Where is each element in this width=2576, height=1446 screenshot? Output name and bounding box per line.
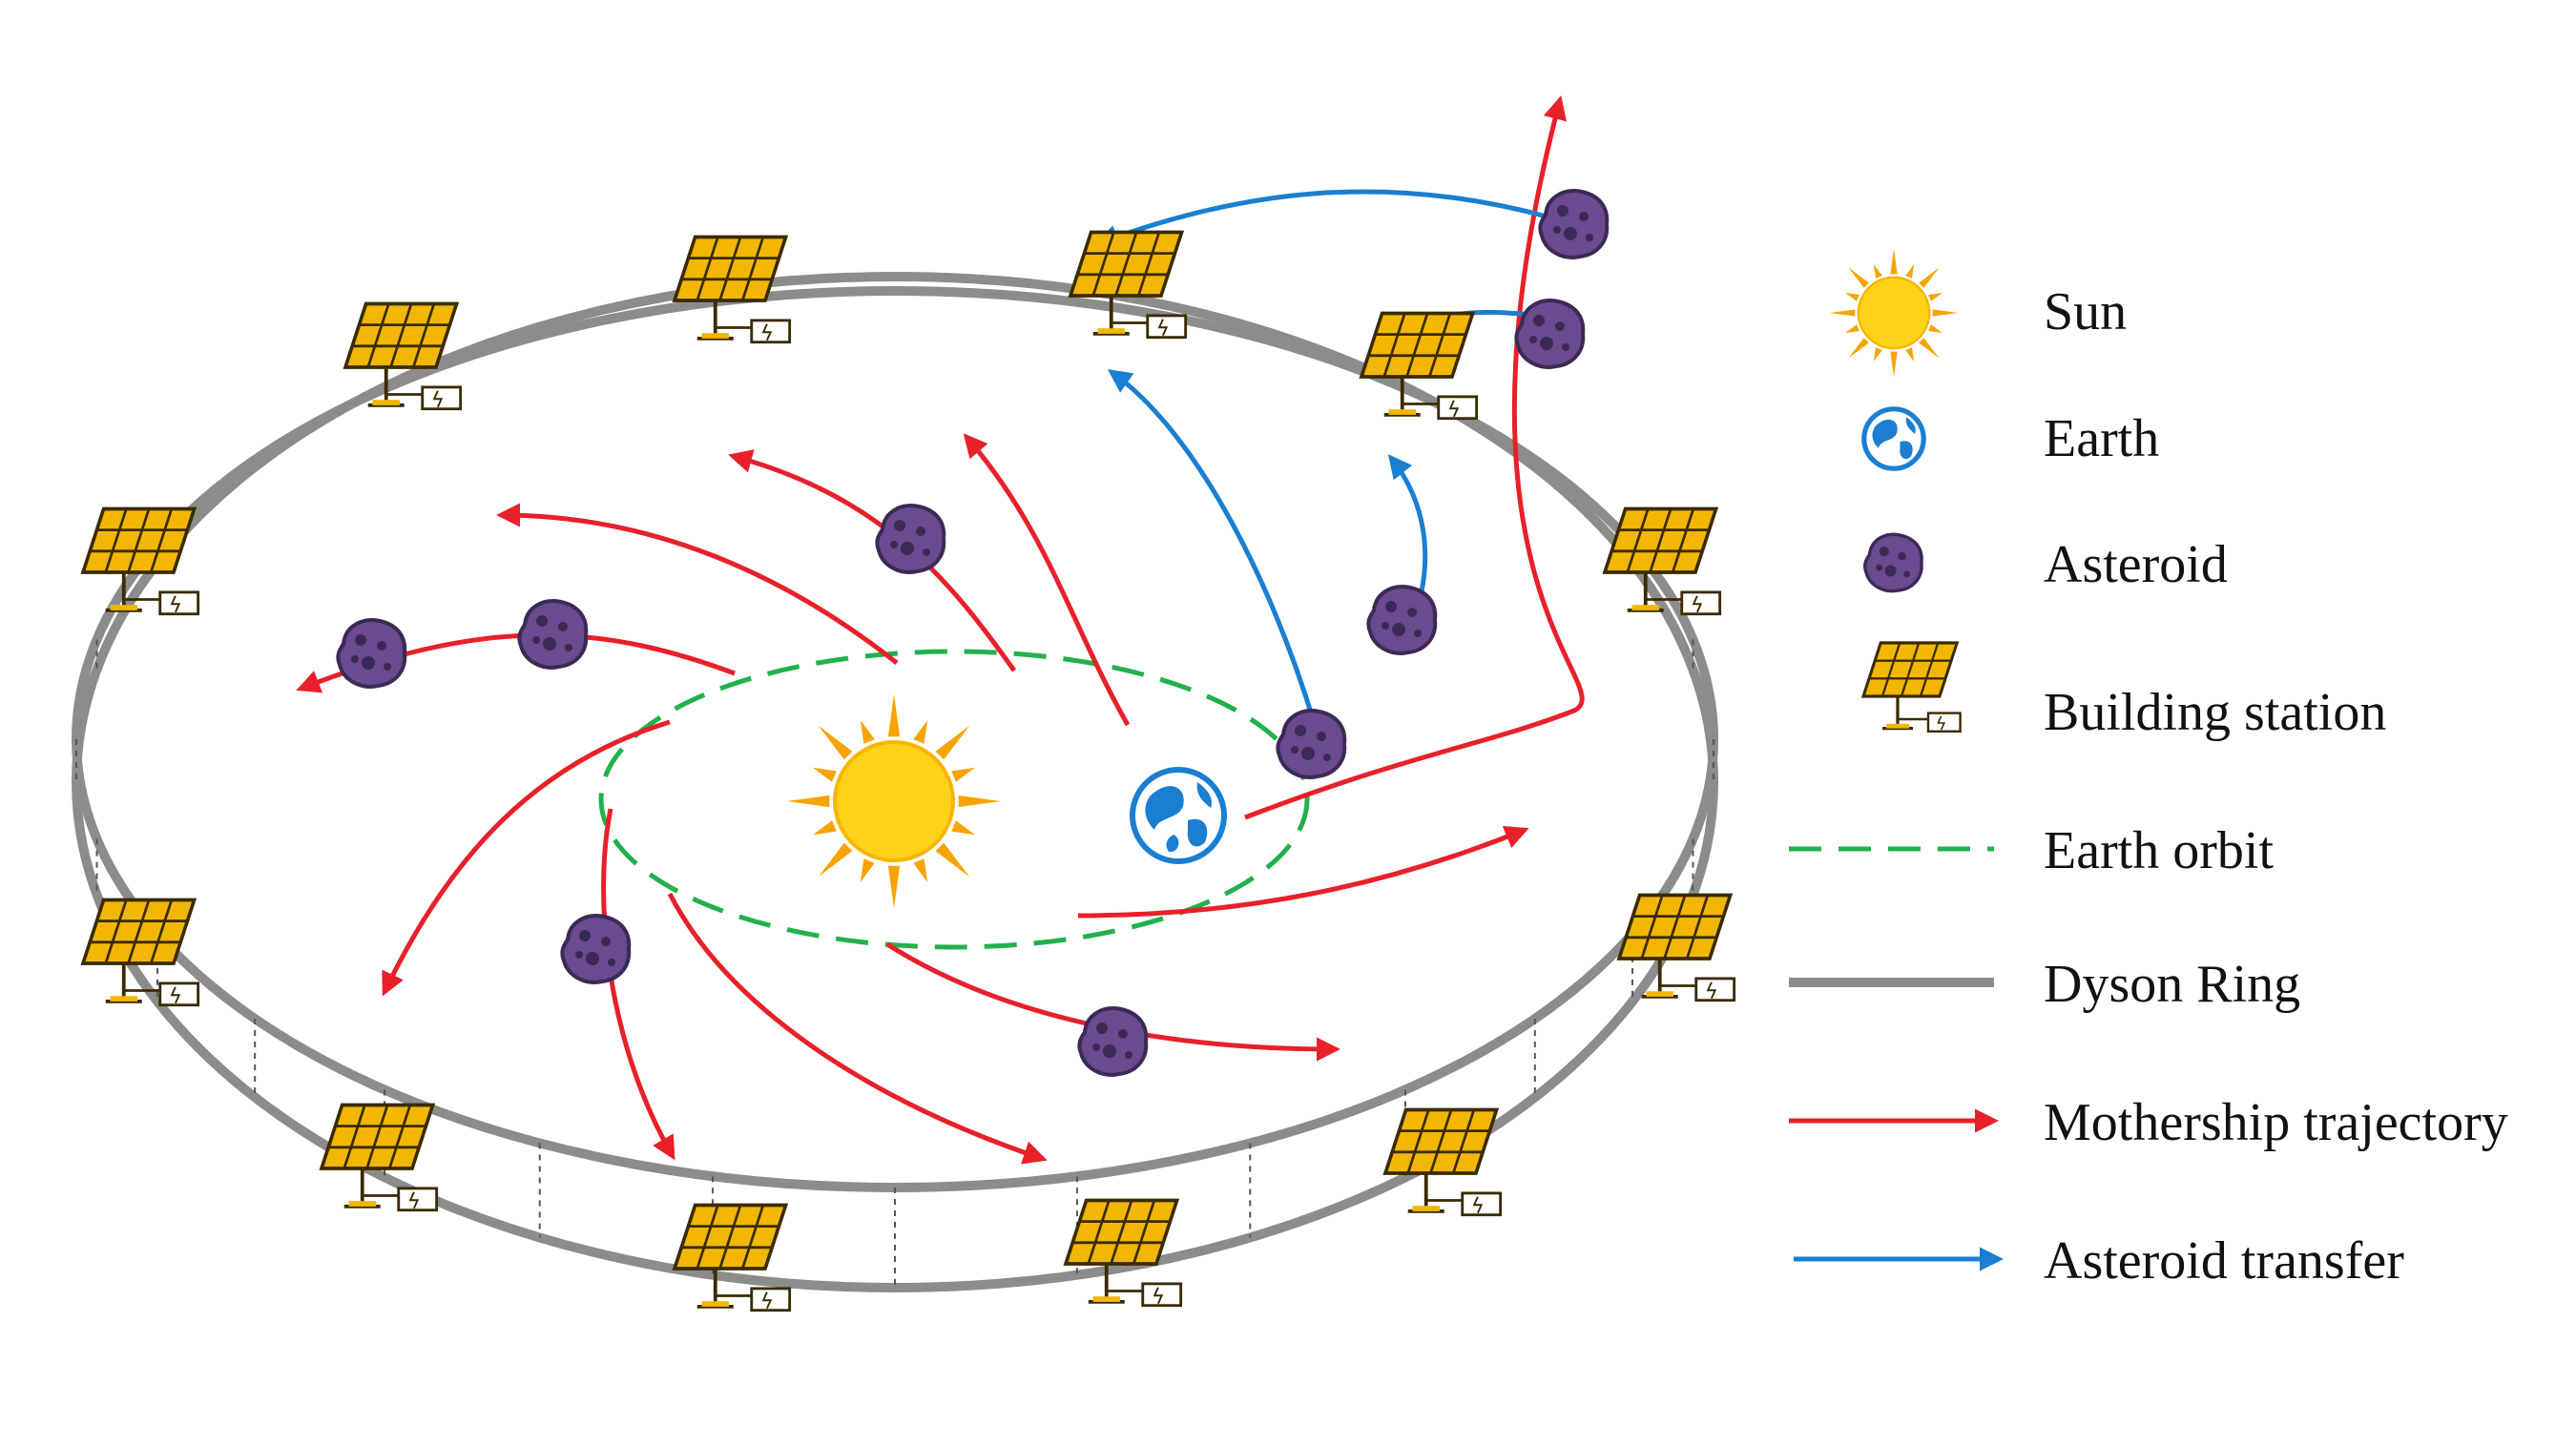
building-station — [1361, 314, 1477, 419]
building-station — [1605, 509, 1720, 614]
earth — [1132, 770, 1224, 861]
legend: Sun Earth Asteroid Building station Eart… — [1789, 249, 2508, 1291]
building-station-icon — [1863, 643, 1961, 732]
legend-label-transfer: Asteroid transfer — [2044, 1231, 2404, 1291]
building-station — [1066, 1201, 1181, 1306]
legend-label-earth: Earth — [2044, 409, 2159, 468]
building-station — [83, 509, 198, 614]
legend-item-asteroid: Asteroid — [1865, 534, 2228, 594]
asteroid-icon — [1865, 534, 1922, 590]
legend-item-station: Building station — [1863, 643, 2386, 742]
building-station — [1070, 233, 1186, 338]
ring-connectors — [76, 639, 1714, 1288]
legend-item-mothership: Mothership trajectory — [1789, 1093, 2508, 1152]
asteroid — [1278, 711, 1344, 777]
sun — [787, 694, 1001, 908]
legend-label-station: Building station — [2044, 683, 2386, 742]
asteroid — [1516, 300, 1583, 367]
legend-label-mothership: Mothership trajectory — [2044, 1093, 2508, 1152]
legend-label-dyson-ring: Dyson Ring — [2044, 955, 2300, 1014]
asteroid — [1368, 587, 1435, 653]
trajectory-3 — [733, 456, 1014, 671]
building-station — [1385, 1110, 1501, 1215]
trajectory-2 — [966, 437, 1128, 725]
asteroid — [562, 916, 629, 982]
legend-label-earth-orbit: Earth orbit — [2044, 821, 2274, 880]
asteroid — [1540, 191, 1607, 258]
building-station — [322, 1105, 437, 1210]
transfer-3 — [1391, 458, 1425, 591]
asteroid — [338, 620, 405, 687]
legend-item-sun: Sun — [1830, 249, 2127, 377]
sun-icon — [1830, 249, 1958, 377]
building-station — [675, 1206, 790, 1311]
legend-item-dyson-ring: Dyson Ring — [1789, 955, 2300, 1014]
earth-icon — [1864, 409, 1923, 468]
legend-label-asteroid: Asteroid — [2044, 535, 2228, 594]
asteroid — [877, 506, 944, 572]
building-station — [1619, 896, 1735, 1001]
legend-item-earth: Earth — [1864, 409, 2159, 468]
trajectory-7 — [604, 809, 673, 1156]
legend-item-transfer: Asteroid transfer — [1794, 1231, 2404, 1291]
asteroid — [1079, 1008, 1146, 1075]
trajectory-8 — [670, 894, 1043, 1159]
legend-label-sun: Sun — [2044, 282, 2127, 341]
legend-item-earth-orbit: Earth orbit — [1789, 821, 2274, 880]
asteroid — [519, 601, 586, 668]
building-station — [675, 238, 790, 342]
